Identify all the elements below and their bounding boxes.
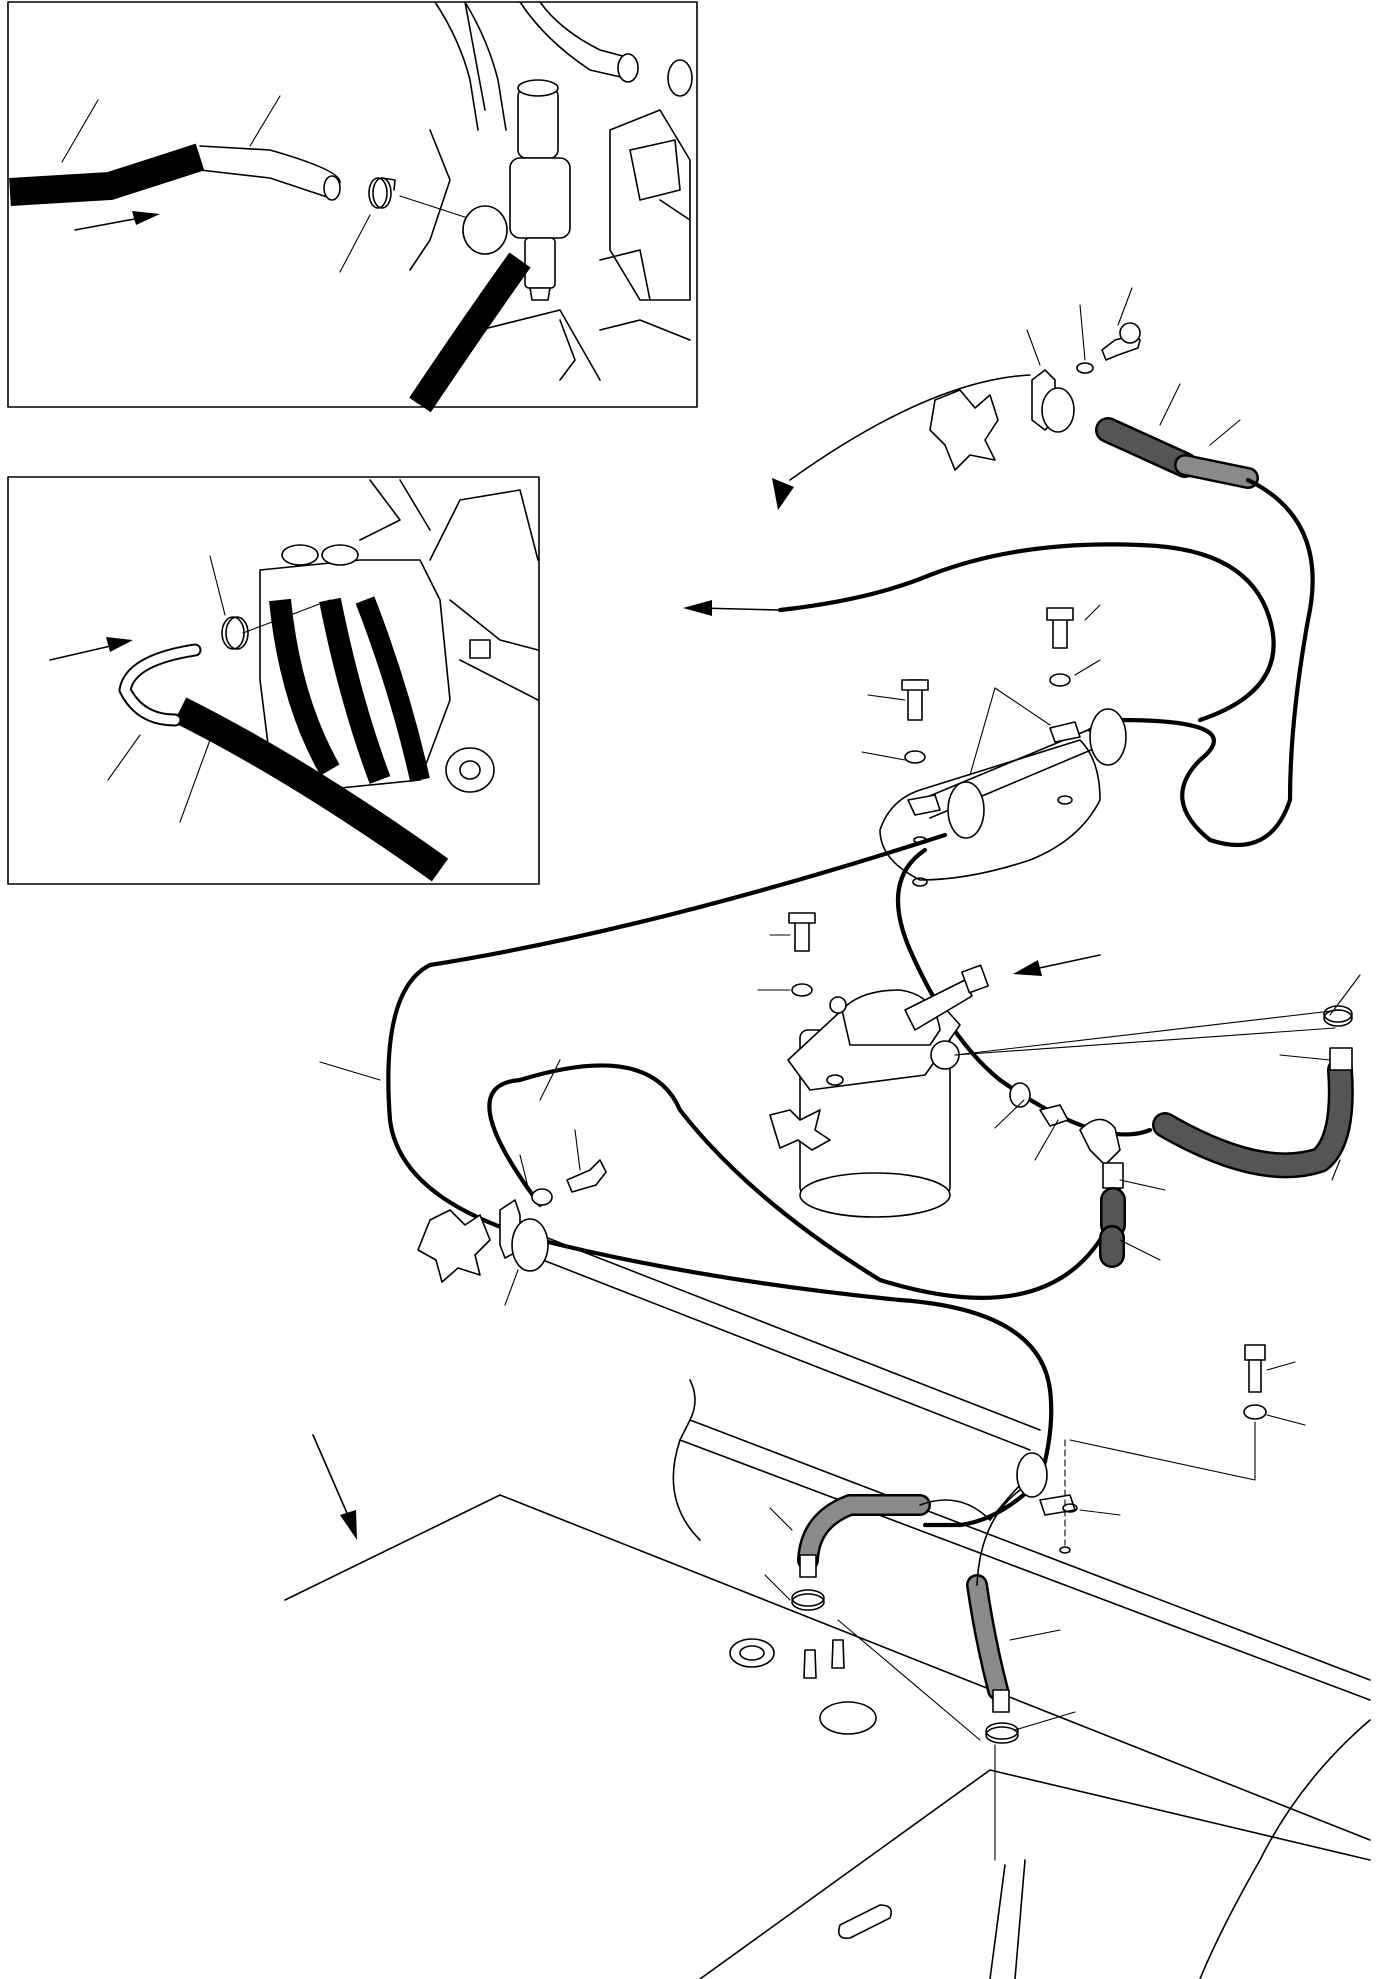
hose-clamp xyxy=(368,177,388,209)
flow-arrow xyxy=(74,217,141,231)
inset-view-fuel-filter xyxy=(7,476,540,885)
washer xyxy=(791,983,813,997)
clamp-plate xyxy=(1049,721,1081,743)
grey-hose-segment xyxy=(1176,456,1257,487)
washer xyxy=(531,1188,553,1206)
corrugated-hose-lower xyxy=(410,253,529,412)
clamp-assembly-left xyxy=(319,1059,607,1306)
rear-clip-assembly xyxy=(929,287,1259,489)
return-pipe xyxy=(1087,477,1315,848)
flow-arrow xyxy=(312,1434,351,1521)
washer xyxy=(1049,673,1071,687)
washer xyxy=(1243,1404,1267,1420)
clamp-plate xyxy=(907,794,941,816)
frame-section-cutaway xyxy=(417,1209,491,1283)
sender-port xyxy=(819,1701,877,1735)
hose-fitting xyxy=(799,1554,817,1578)
tank-hoses xyxy=(764,1344,1306,1744)
fuel-filter-body xyxy=(259,559,451,791)
inset-frame xyxy=(7,476,540,885)
leader-line xyxy=(61,99,99,163)
pipe-stub xyxy=(831,1639,845,1669)
clip-collar xyxy=(511,1218,549,1272)
rubber-clamp xyxy=(947,781,985,839)
fuel-pipes xyxy=(386,477,1315,1528)
hose-opening xyxy=(323,175,341,201)
return-pipe-2 xyxy=(777,542,1276,723)
rubber-clamp xyxy=(1016,1452,1048,1498)
flow-arrow xyxy=(1029,954,1101,971)
leader-line xyxy=(339,214,371,273)
engine-block xyxy=(609,109,691,301)
leader-line xyxy=(249,95,281,147)
feed-hose-right xyxy=(1152,974,1361,1181)
dark-hose-segment xyxy=(1097,419,1196,476)
sealing-washer xyxy=(1009,1082,1031,1108)
return-hose xyxy=(968,1576,1007,1699)
clip-collar xyxy=(1041,387,1075,433)
rubber-clamp xyxy=(1089,708,1127,766)
washer xyxy=(1076,362,1094,374)
dark-hose xyxy=(1154,1059,1352,1176)
tank-slot xyxy=(837,1904,893,1940)
tank-edge xyxy=(679,1379,1371,1701)
frame-section-cutaway xyxy=(929,389,999,471)
supply-pipe-2 xyxy=(487,1063,1123,1300)
mounting-plate xyxy=(879,739,1101,881)
inset-frame xyxy=(7,1,698,408)
flow-arrow xyxy=(789,374,1031,481)
hose-clamp xyxy=(791,1593,825,1611)
engine-hose-top xyxy=(434,1,479,131)
inset-view-fuel-pump xyxy=(7,1,698,413)
suction-hose xyxy=(799,1496,929,1569)
fuel-filter-assembly xyxy=(757,912,1341,1268)
fuel-tank-top xyxy=(284,1379,1371,1979)
tank-outline xyxy=(284,1494,1371,1841)
tank-cap xyxy=(729,1638,775,1668)
bracket-cutaway xyxy=(769,1109,831,1151)
banjo-fitting xyxy=(1079,1118,1121,1166)
bolt xyxy=(1244,1344,1266,1361)
supply-pipe xyxy=(386,832,948,1303)
hose-end xyxy=(199,145,341,199)
flow-arrows xyxy=(312,374,1101,1540)
hose-fitting xyxy=(1329,1047,1353,1071)
inlet-elbow xyxy=(904,979,973,1031)
mounting-bracket xyxy=(445,747,495,793)
corrugated-hose xyxy=(174,699,447,880)
banjo-bolt xyxy=(1039,1104,1069,1127)
pipe-stub xyxy=(803,1649,817,1679)
fuel-pump xyxy=(517,87,559,159)
hose-clamp xyxy=(985,1726,1019,1744)
washer xyxy=(904,750,926,764)
bolt xyxy=(566,1159,607,1193)
pump-inlet-fitting xyxy=(462,205,508,255)
clamp-assembly-upper xyxy=(861,604,1127,887)
flow-arrow xyxy=(699,607,779,611)
hose-clamp xyxy=(1323,1009,1353,1027)
flow-arrow xyxy=(49,644,116,661)
